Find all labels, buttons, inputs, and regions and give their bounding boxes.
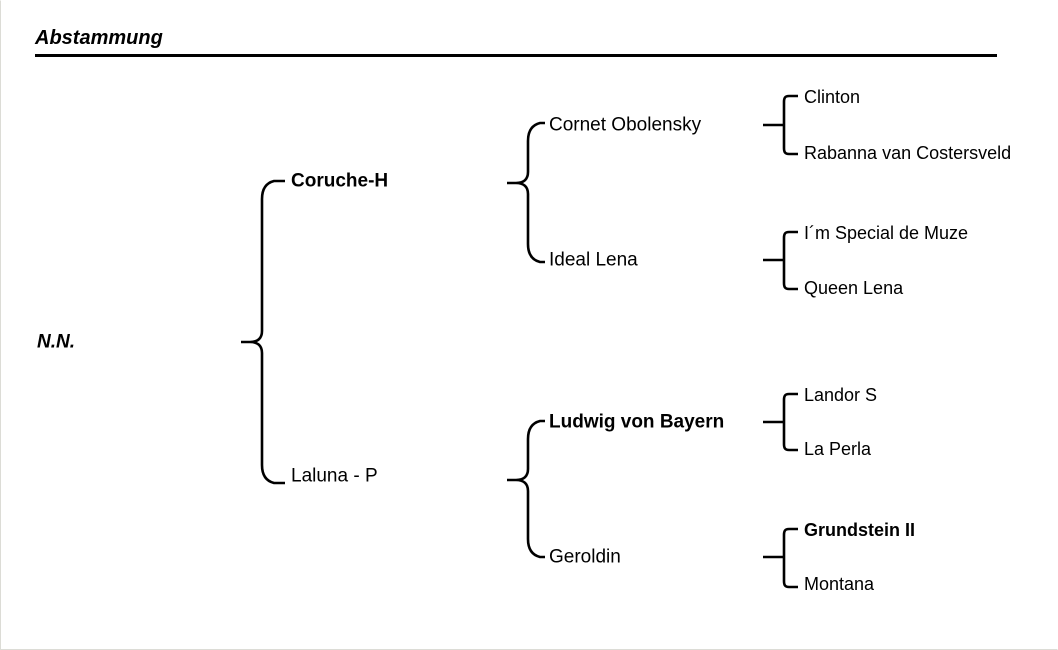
brace-root [241,179,285,485]
bracket-ludwig-von-bayern-body [782,392,798,452]
pedigree-node-gen2-3: Geroldin [549,546,621,568]
title-underline-rule [35,54,997,57]
pedigree-node-gen3-7: Montana [804,574,875,594]
pedigree-node-gen3-4: Landor S [804,385,878,405]
pedigree-node-gen3-0: Clinton [804,87,861,107]
pedigree-node-gen3-6: Grundstein II [804,520,916,540]
page-title-block: Abstammung [35,25,997,59]
pedigree-node-root: N.N. [37,331,75,353]
pedigree-node-gen3-5: La Perla [804,439,872,459]
page-title: Abstammung [35,27,163,49]
pedigree-node-gen2-1: Ideal Lena [549,249,638,271]
pedigree-node-gen2-0: Cornet Obolensky [549,114,702,136]
bracket-cornet-obolensky-body [782,94,798,156]
pedigree-node-gen1-1: Laluna - P [291,465,378,487]
brace-coruche-h [507,121,545,264]
pedigree-node-gen1-0: Coruche-H [291,170,389,192]
bracket-ideal-lena-body [782,230,798,291]
brace-laluna-p [507,419,545,559]
pedigree-node-gen3-2: I´m Special de Muze [804,223,969,243]
bracket-geroldin-body [782,527,798,589]
pedigree-node-gen3-3: Queen Lena [804,278,904,298]
pedigree-node-gen3-1: Rabanna van Costersveld [804,143,1012,163]
pedigree-node-gen2-2: Ludwig von Bayern [549,411,725,433]
